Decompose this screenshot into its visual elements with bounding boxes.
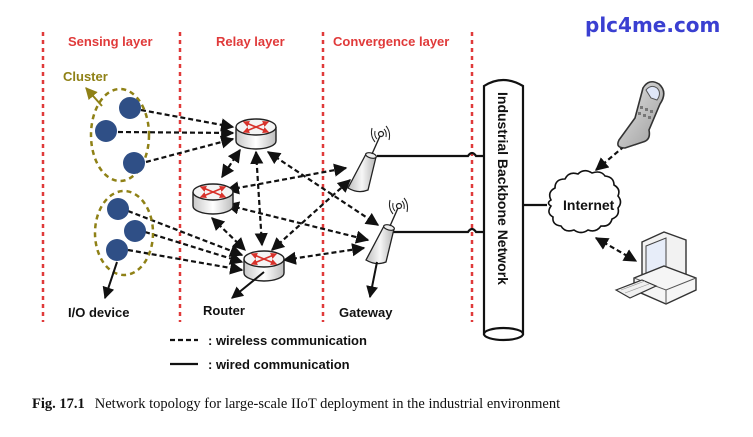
gateways — [347, 125, 409, 265]
router-icon — [235, 118, 277, 150]
link-s6-r3 — [127, 248, 244, 275]
industrial-backbone-network: Industrial Backbone Network — [482, 78, 525, 342]
legend-wireless-label: : wireless communication — [208, 333, 367, 348]
link-r3-g2 — [282, 243, 366, 265]
io-device-label: I/O device — [68, 305, 129, 320]
cluster-1 — [89, 87, 151, 183]
watermark-text: plc4me.com — [585, 13, 720, 37]
cluster-1-boundary — [89, 87, 151, 183]
cloud-shape — [547, 169, 622, 234]
legend: : wireless communication : wired communi… — [170, 333, 367, 372]
link-internet-computer — [594, 237, 638, 262]
figure-caption-text: Network topology for large-scale IIoT de… — [94, 396, 561, 412]
backbone-label: Industrial Backbone Network — [495, 92, 511, 285]
backbone-cylinder-base — [482, 326, 525, 342]
link-s4-r3 — [127, 209, 244, 257]
cluster-2-boundary — [93, 189, 155, 277]
link-r2-g2 — [225, 201, 370, 244]
sensor-node — [106, 239, 128, 261]
link-s1-r1 — [140, 108, 235, 132]
router-icon — [243, 250, 285, 282]
link-internet-phone — [594, 132, 642, 171]
layer-title-relay: Relay layer — [216, 34, 285, 49]
link-r3-g1 — [271, 179, 351, 251]
cluster-2 — [93, 189, 155, 277]
router-label: Router — [203, 303, 245, 318]
legend-wired-label: : wired communication — [208, 357, 350, 372]
sensor-node — [124, 220, 146, 242]
layer-title-sensing: Sensing layer — [68, 34, 153, 49]
figure-caption: Fig. 17.1 Network topology for large-scal… — [32, 396, 560, 413]
link-r2-r3 — [211, 217, 246, 251]
router-pointer-arrow — [231, 271, 265, 299]
gateway-pointer-arrow — [366, 261, 379, 299]
link-r2-g1 — [225, 163, 348, 195]
figure-number: Fig. 17.1 — [32, 396, 85, 412]
backbone-cylinder-body — [482, 78, 525, 336]
link-s5-r3 — [144, 230, 244, 265]
link-r1-r2 — [221, 148, 241, 179]
sensor-node — [119, 97, 141, 119]
gateway-icon — [347, 125, 391, 193]
link-r1-r3 — [250, 150, 268, 247]
gateway-label: Gateway — [339, 305, 393, 320]
link-s2-r1 — [117, 126, 235, 140]
internet-label: Internet — [563, 197, 615, 213]
sensor-node — [123, 152, 145, 174]
desktop-computer-icon — [614, 231, 697, 305]
link-g1-backbone — [377, 151, 484, 158]
gateway-icon — [365, 197, 409, 265]
cluster-pointer-arrow — [85, 87, 103, 107]
io-device-pointer-arrow — [102, 261, 118, 300]
wireless-links — [117, 108, 642, 275]
sensor-node — [107, 198, 129, 220]
sensor-node — [95, 120, 117, 142]
link-s3-r1 — [145, 135, 235, 164]
router-icon — [192, 183, 234, 215]
routers — [192, 118, 285, 282]
link-g2-backbone — [393, 227, 484, 234]
layer-title-convergence: Convergence layer — [333, 34, 449, 49]
wired-links — [377, 151, 547, 234]
cluster-label: Cluster — [63, 69, 108, 84]
mobile-phone-icon — [617, 80, 665, 149]
internet-cloud: Internet — [547, 169, 622, 234]
